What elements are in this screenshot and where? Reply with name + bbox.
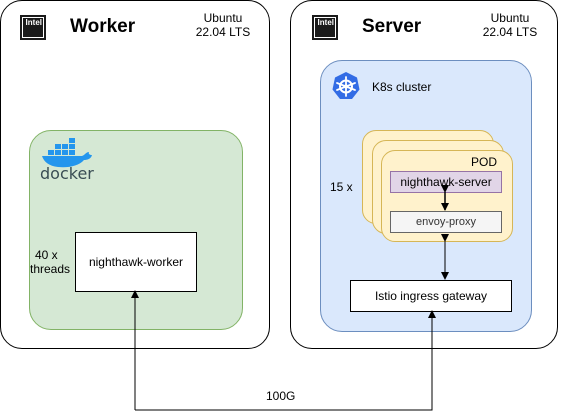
intel-logo-icon-server: Intel — [312, 15, 338, 40]
docker-whale-icon — [42, 138, 92, 168]
istio-ingress-gateway-box: Istio ingress gateway — [350, 280, 512, 312]
server-os-version: 22.04 LTS — [482, 25, 538, 39]
threads-unit: threads — [30, 262, 71, 276]
worker-os-name: Ubuntu — [203, 11, 243, 25]
server-os: Ubuntu 22.04 LTS — [475, 11, 545, 39]
k8s-cluster-label: K8s cluster — [372, 80, 432, 94]
docker-logo-icon: docker — [38, 138, 98, 188]
worker-os-version: 22.04 LTS — [195, 25, 251, 39]
intel-logo-icon: Intel — [20, 15, 46, 40]
replicas-label: 15 x — [330, 180, 353, 194]
link-speed-label: 100G — [266, 389, 296, 403]
nighthawk-worker-box: nighthawk-worker — [75, 232, 197, 292]
threads-count: 40 x — [35, 248, 58, 262]
worker-os: Ubuntu 22.04 LTS — [188, 11, 258, 39]
intel-chip-label: Intel — [25, 18, 42, 27]
pod-label: POD — [471, 155, 498, 169]
network-link-bottom — [135, 310, 436, 411]
server-os-name: Ubuntu — [490, 11, 530, 25]
envoy-proxy-box: envoy-proxy — [390, 211, 502, 233]
intel-chip-label-server: Intel — [317, 18, 334, 27]
threads-label: 40 x threads — [30, 248, 70, 276]
docker-label: docker — [40, 164, 94, 183]
worker-title: Worker — [70, 16, 136, 37]
nighthawk-server-box: nighthawk-server — [390, 171, 502, 193]
kubernetes-helm-icon — [331, 71, 361, 101]
server-title: Server — [362, 16, 422, 37]
